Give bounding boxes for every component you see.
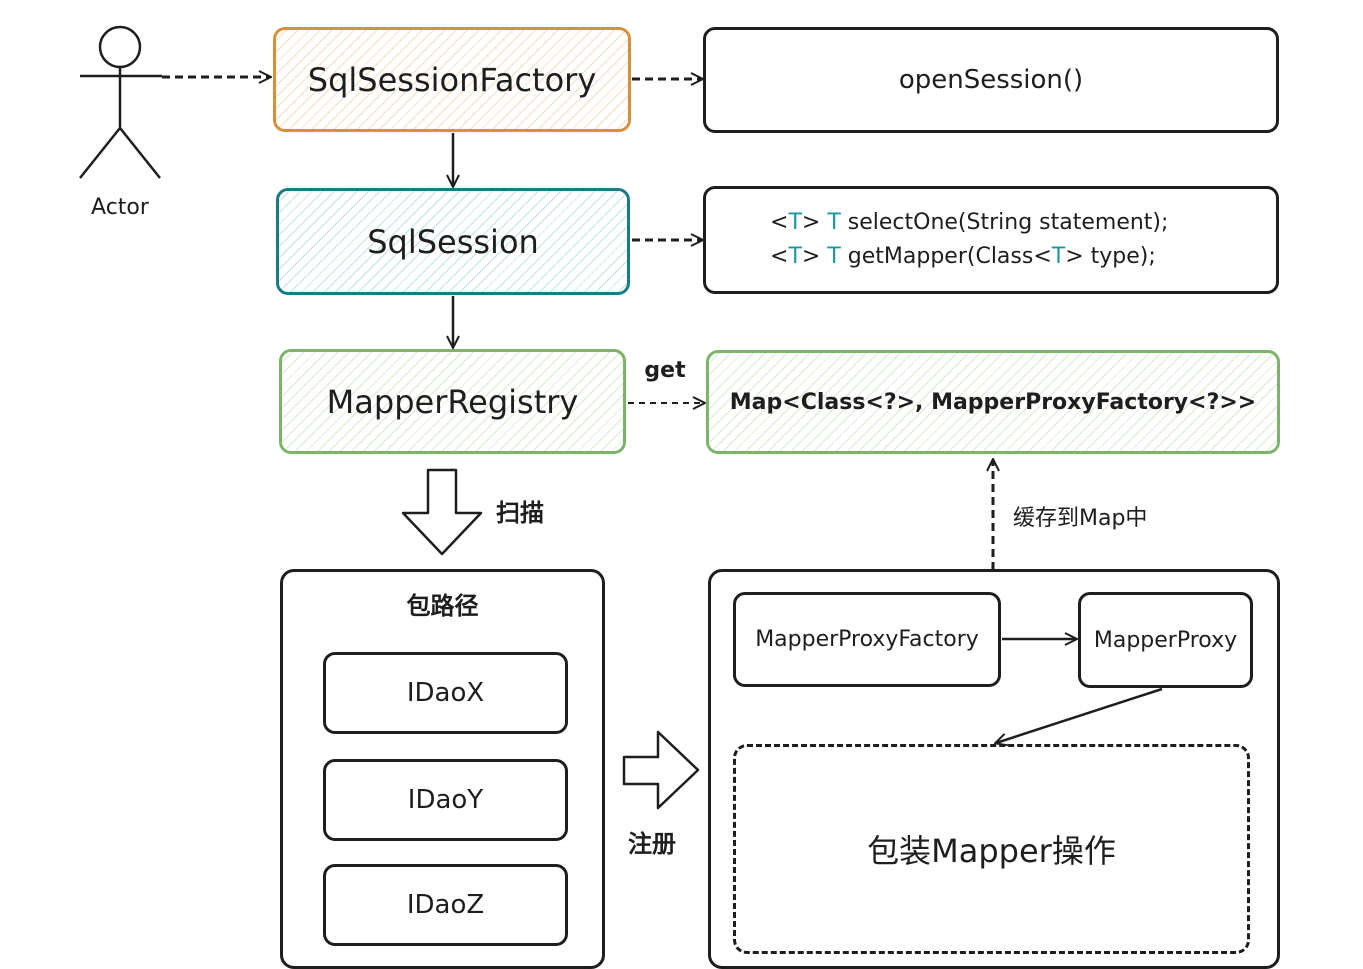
mapper-proxy-factory-label: MapperProxyFactory	[755, 627, 979, 652]
mapper-proxy-node[interactable]: MapperProxy	[1078, 592, 1253, 688]
register-arrow-icon	[622, 730, 700, 810]
dao-item[interactable]: IDaoY	[323, 759, 568, 841]
scan-arrow-icon	[401, 468, 483, 556]
arrow-proxy-to-wrap	[996, 687, 1163, 743]
actor-figure-icon	[79, 25, 162, 179]
method-list: <T> T selectOne(String statement); <T> T…	[770, 206, 1168, 274]
mapper-map-node[interactable]: Map<Class<?>, MapperProxyFactory<?>>	[706, 350, 1280, 454]
method-select-one: <T> T selectOne(String statement);	[770, 210, 1169, 235]
sql-session-factory-label: SqlSessionFactory	[307, 60, 597, 99]
open-session-node[interactable]: openSession()	[703, 27, 1279, 133]
sql-session-label: SqlSession	[367, 222, 539, 261]
wrap-mapper-node[interactable]: 包装Mapper操作	[733, 744, 1250, 954]
mapper-registry-label: MapperRegistry	[326, 382, 579, 421]
sql-session-methods-node[interactable]: <T> T selectOne(String statement); <T> T…	[703, 186, 1279, 294]
mapper-proxy-factory-node[interactable]: MapperProxyFactory	[733, 592, 1001, 687]
register-edge-label: 注册	[628, 830, 676, 858]
dao-item[interactable]: IDaoX	[323, 652, 568, 734]
actor-label: Actor	[91, 195, 149, 220]
scan-edge-label: 扫描	[496, 499, 544, 527]
dao-item-label: IDaoX	[406, 678, 485, 708]
get-edge-label: get	[644, 358, 686, 383]
open-session-label: openSession()	[898, 65, 1084, 95]
package-path-container: 包路径 IDaoX IDaoY IDaoZ	[280, 569, 605, 969]
package-path-title: 包路径	[406, 592, 479, 620]
wrap-mapper-label: 包装Mapper操作	[867, 832, 1116, 870]
dao-item[interactable]: IDaoZ	[323, 864, 568, 946]
mapper-proxy-label: MapperProxy	[1093, 627, 1238, 653]
sql-session-node[interactable]: SqlSession	[276, 188, 630, 295]
dao-item-label: IDaoZ	[406, 890, 485, 920]
mapper-map-label: Map<Class<?>, MapperProxyFactory<?>>	[729, 389, 1257, 415]
mapper-registry-node[interactable]: MapperRegistry	[279, 349, 626, 454]
cache-edge-label: 缓存到Map中	[1013, 506, 1148, 531]
sql-session-factory-node[interactable]: SqlSessionFactory	[273, 27, 631, 132]
method-get-mapper: <T> T getMapper(Class<T> type);	[770, 244, 1156, 269]
dao-item-label: IDaoY	[407, 785, 484, 815]
